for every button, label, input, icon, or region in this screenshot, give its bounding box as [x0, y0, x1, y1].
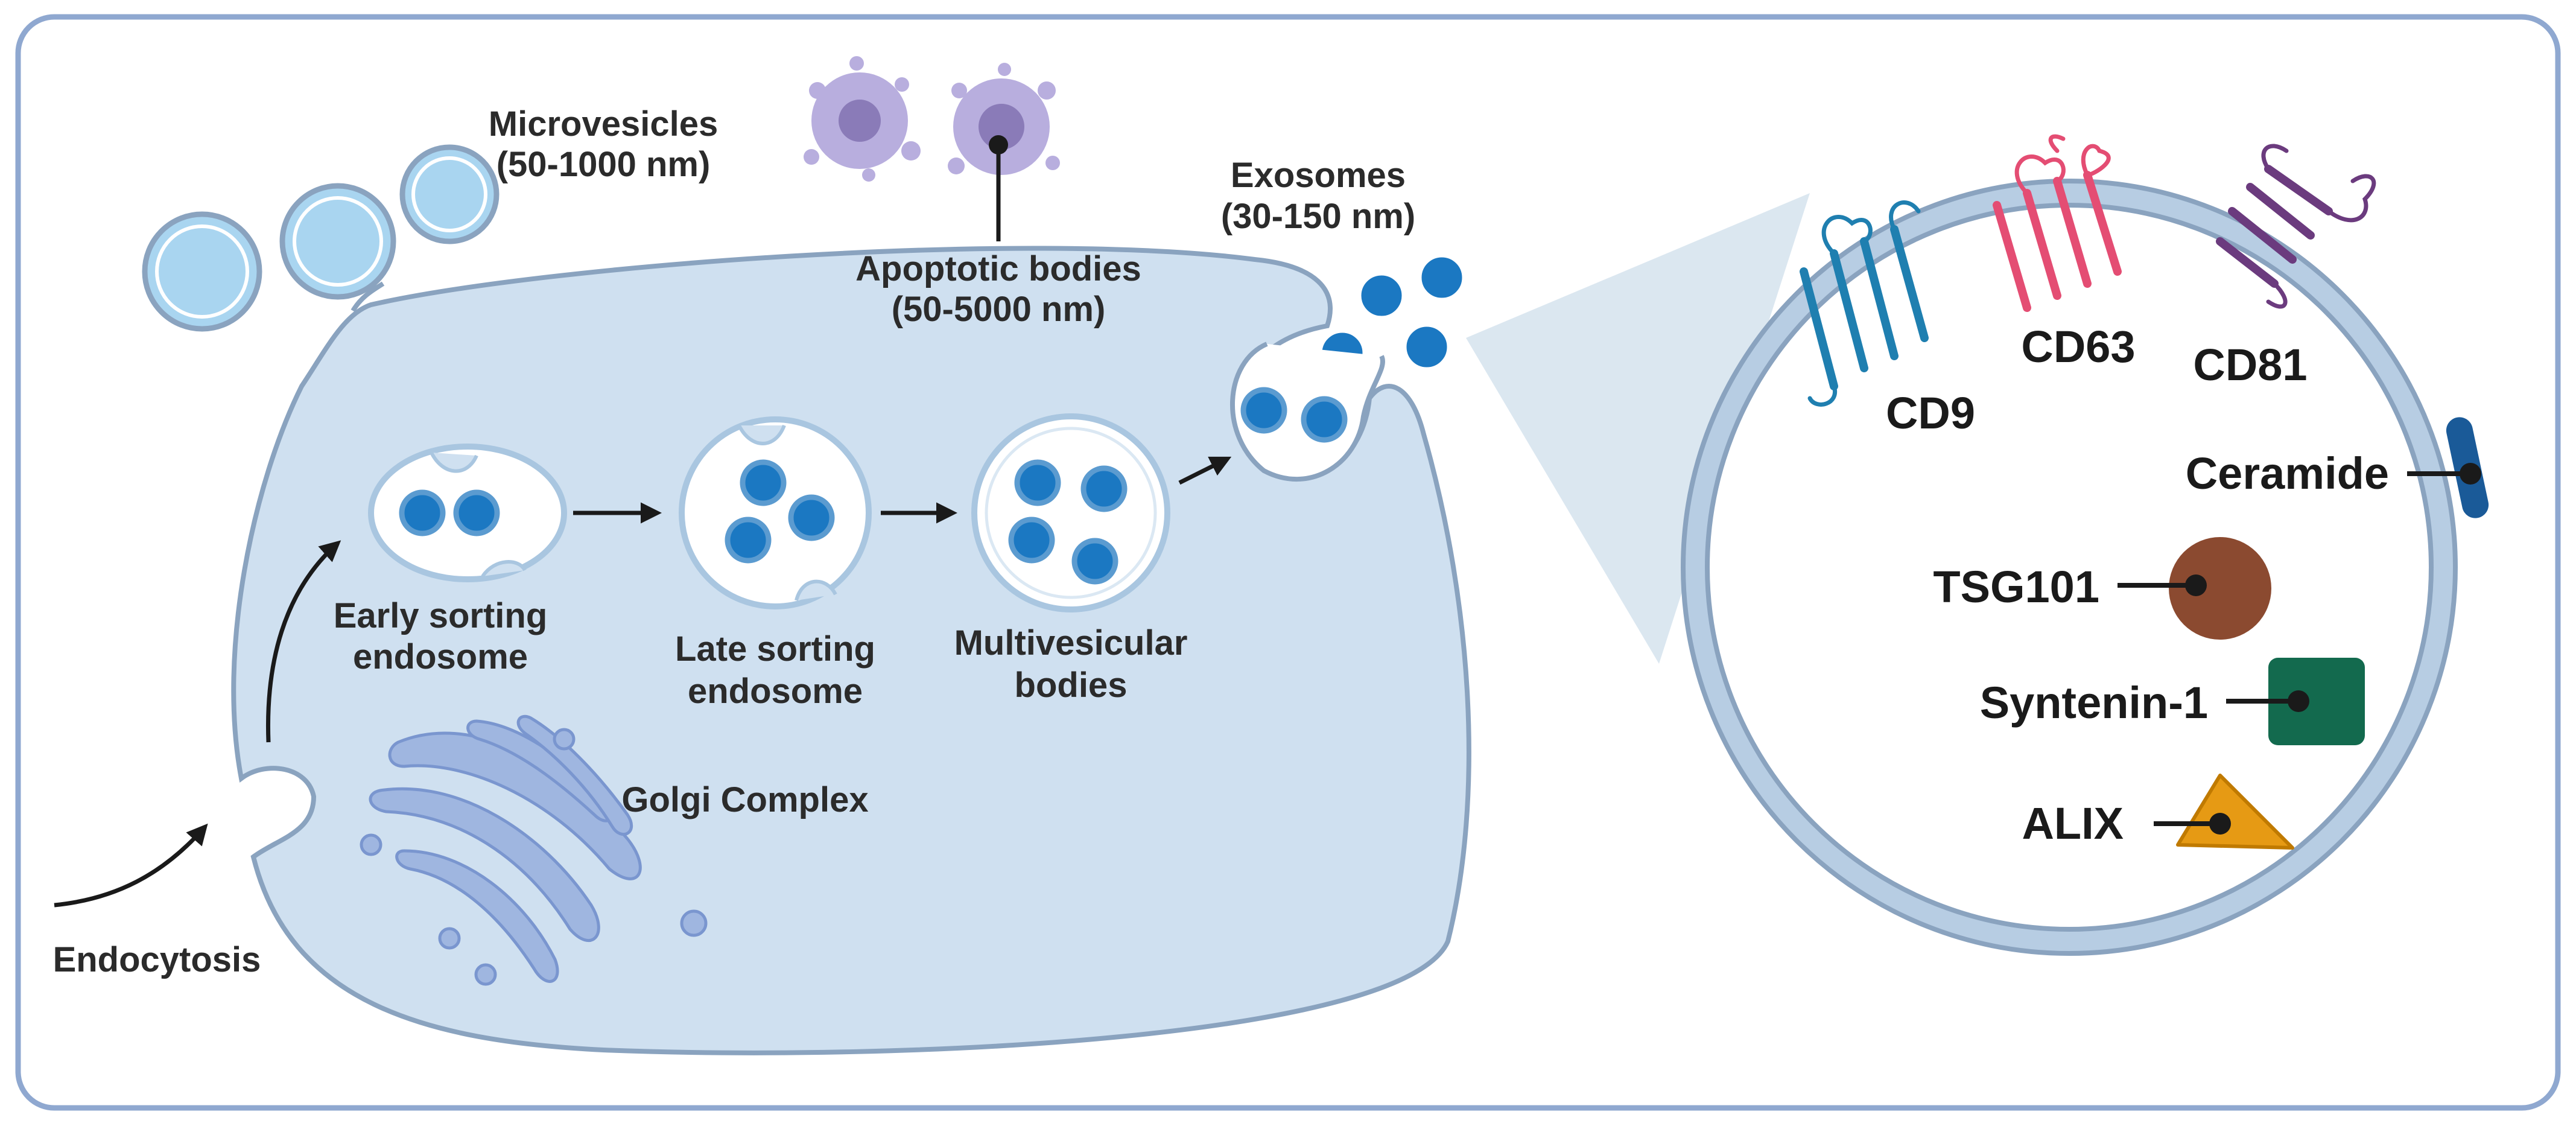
exosome [1301, 396, 1348, 443]
label-late-endosome-1: Late sorting [675, 629, 875, 669]
label-cd63: CD63 [2021, 322, 2135, 372]
alix-marker [2176, 774, 2294, 850]
label-mvb-1: Multivesicular [954, 623, 1188, 663]
zoom-cone [1466, 193, 1810, 664]
label-exosomes: Exosomes [1231, 156, 1406, 195]
label-microvesicles-size: (50-1000 nm) [496, 145, 711, 184]
tsg101-marker [2169, 537, 2271, 640]
exosome [1240, 387, 1287, 434]
label-ceramide: Ceramide [2186, 448, 2389, 498]
label-alix: ALIX [2022, 798, 2124, 848]
label-early-endosome-2: endosome [353, 637, 528, 676]
label-late-endosome-2: endosome [688, 672, 863, 711]
label-syntenin: Syntenin-1 [1980, 678, 2208, 728]
label-mvb-2: bodies [1015, 666, 1128, 705]
label-endocytosis: Endocytosis [53, 940, 261, 979]
alix-pointer-dot [2209, 813, 2231, 835]
syntenin-pointer-dot [2288, 690, 2309, 712]
label-exosomes-size: (30-150 nm) [1221, 197, 1415, 236]
apoptotic-body [804, 56, 921, 182]
label-cd81: CD81 [2193, 340, 2307, 390]
multivesicular-body [971, 413, 1170, 612]
late-sorting-endosome [679, 416, 872, 609]
cd81-marker [2216, 144, 2376, 309]
bud-stalk-1 [351, 281, 385, 313]
early-sorting-endosome [368, 444, 567, 582]
exosome [1416, 252, 1468, 304]
label-tsg101: TSG101 [1933, 562, 2099, 612]
label-apoptotic-size: (50-5000 nm) [892, 290, 1106, 329]
apoptotic-bodies [804, 56, 1060, 241]
arrow-up-from-endocytosis [266, 540, 341, 743]
apoptotic-pointer-dot [989, 135, 1008, 154]
ceramide-pointer-dot [2460, 463, 2481, 485]
arrow-endocytosis [54, 823, 208, 908]
microvesicle [411, 156, 487, 232]
tsg101-pointer-dot [2185, 574, 2207, 596]
syntenin-marker [2268, 658, 2365, 745]
label-late-word: Late [675, 629, 747, 669]
apoptotic-body [948, 63, 1060, 175]
label-golgi: Golgi Complex [621, 780, 868, 819]
microvesicle [155, 224, 249, 319]
label-sorting-word: sorting [747, 629, 875, 669]
cd9-marker [1800, 200, 1929, 407]
exosome [1401, 321, 1453, 373]
cd63-marker [1993, 134, 2122, 312]
label-apoptotic: Apoptotic bodies [855, 249, 1141, 288]
exosome [1356, 270, 1407, 322]
microvesicle [293, 196, 383, 287]
label-cd9: CD9 [1886, 388, 1975, 438]
microvesicle-buds [142, 144, 500, 332]
exosome-membrane-inner [1705, 203, 2434, 932]
exosome-zoom [1681, 179, 2458, 956]
arrow-mvb-to-membrane [1178, 456, 1232, 485]
golgi-complex [360, 714, 708, 986]
label-early-endosome-1: Early sorting [334, 596, 548, 635]
exosomes-released [1230, 252, 1468, 482]
label-microvesicles: Microvesicles [489, 104, 718, 144]
